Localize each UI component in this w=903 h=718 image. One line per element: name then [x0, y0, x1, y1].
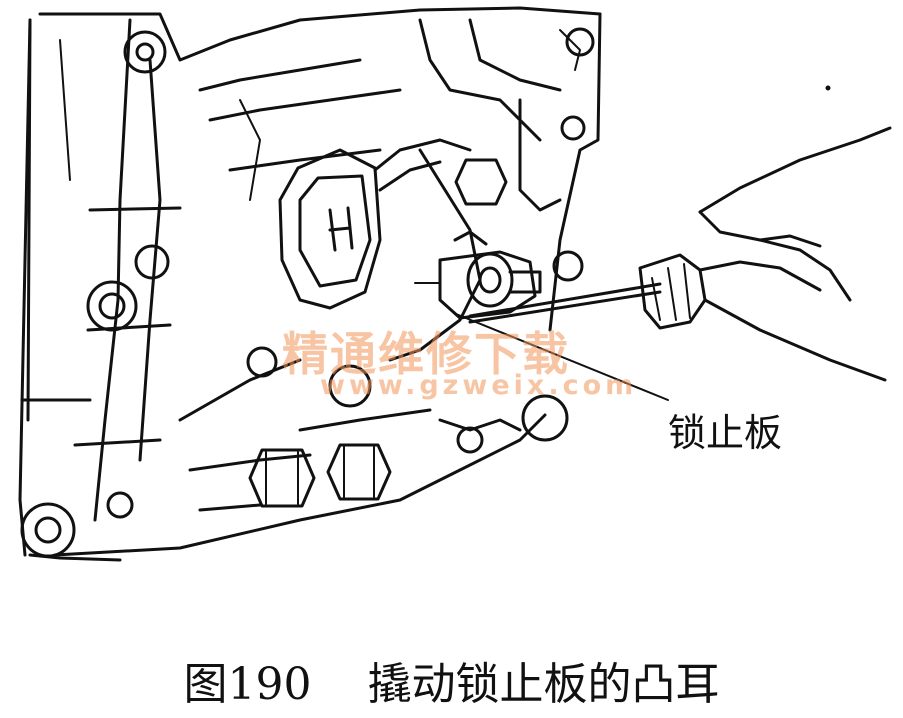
- caption-text: 撬动锁止板的凸耳: [367, 659, 720, 710]
- hex-bolts: [248, 158, 508, 508]
- watermark-site-name: 精通维修下载: [282, 327, 570, 381]
- watermark-url: www.gzweix.com: [320, 370, 638, 401]
- callout-leader-line: [455, 313, 669, 401]
- screwdriver-and-hand: [468, 85, 892, 382]
- callout-label: 锁止板: [668, 411, 783, 455]
- transmission-housing: [18, 6, 602, 562]
- switch-plate: [388, 148, 542, 362]
- caption-number: 图190: [183, 659, 312, 710]
- housing-bolts: [20, 27, 595, 558]
- figure-caption: 图190 撬动锁止板的凸耳: [0, 648, 903, 712]
